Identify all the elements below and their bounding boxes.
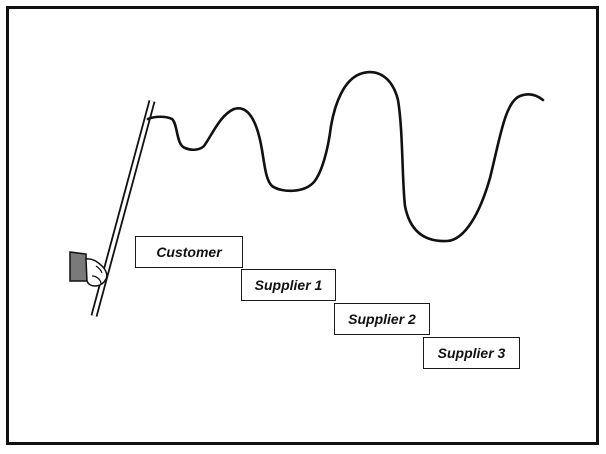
- hand-holding-rope-icon: [69, 251, 108, 287]
- bullwhip-wave: [146, 70, 545, 243]
- step-label: Supplier 1: [254, 277, 323, 293]
- step-supplier-1: Supplier 1: [241, 269, 336, 301]
- step-label: Supplier 2: [348, 311, 416, 327]
- step-supplier-3: Supplier 3: [423, 337, 520, 369]
- step-supplier-2: Supplier 2: [334, 303, 430, 335]
- step-label: Customer: [156, 244, 222, 260]
- step-customer: Customer: [135, 236, 243, 268]
- diagram-frame: [6, 6, 599, 445]
- step-label: Supplier 3: [437, 345, 506, 361]
